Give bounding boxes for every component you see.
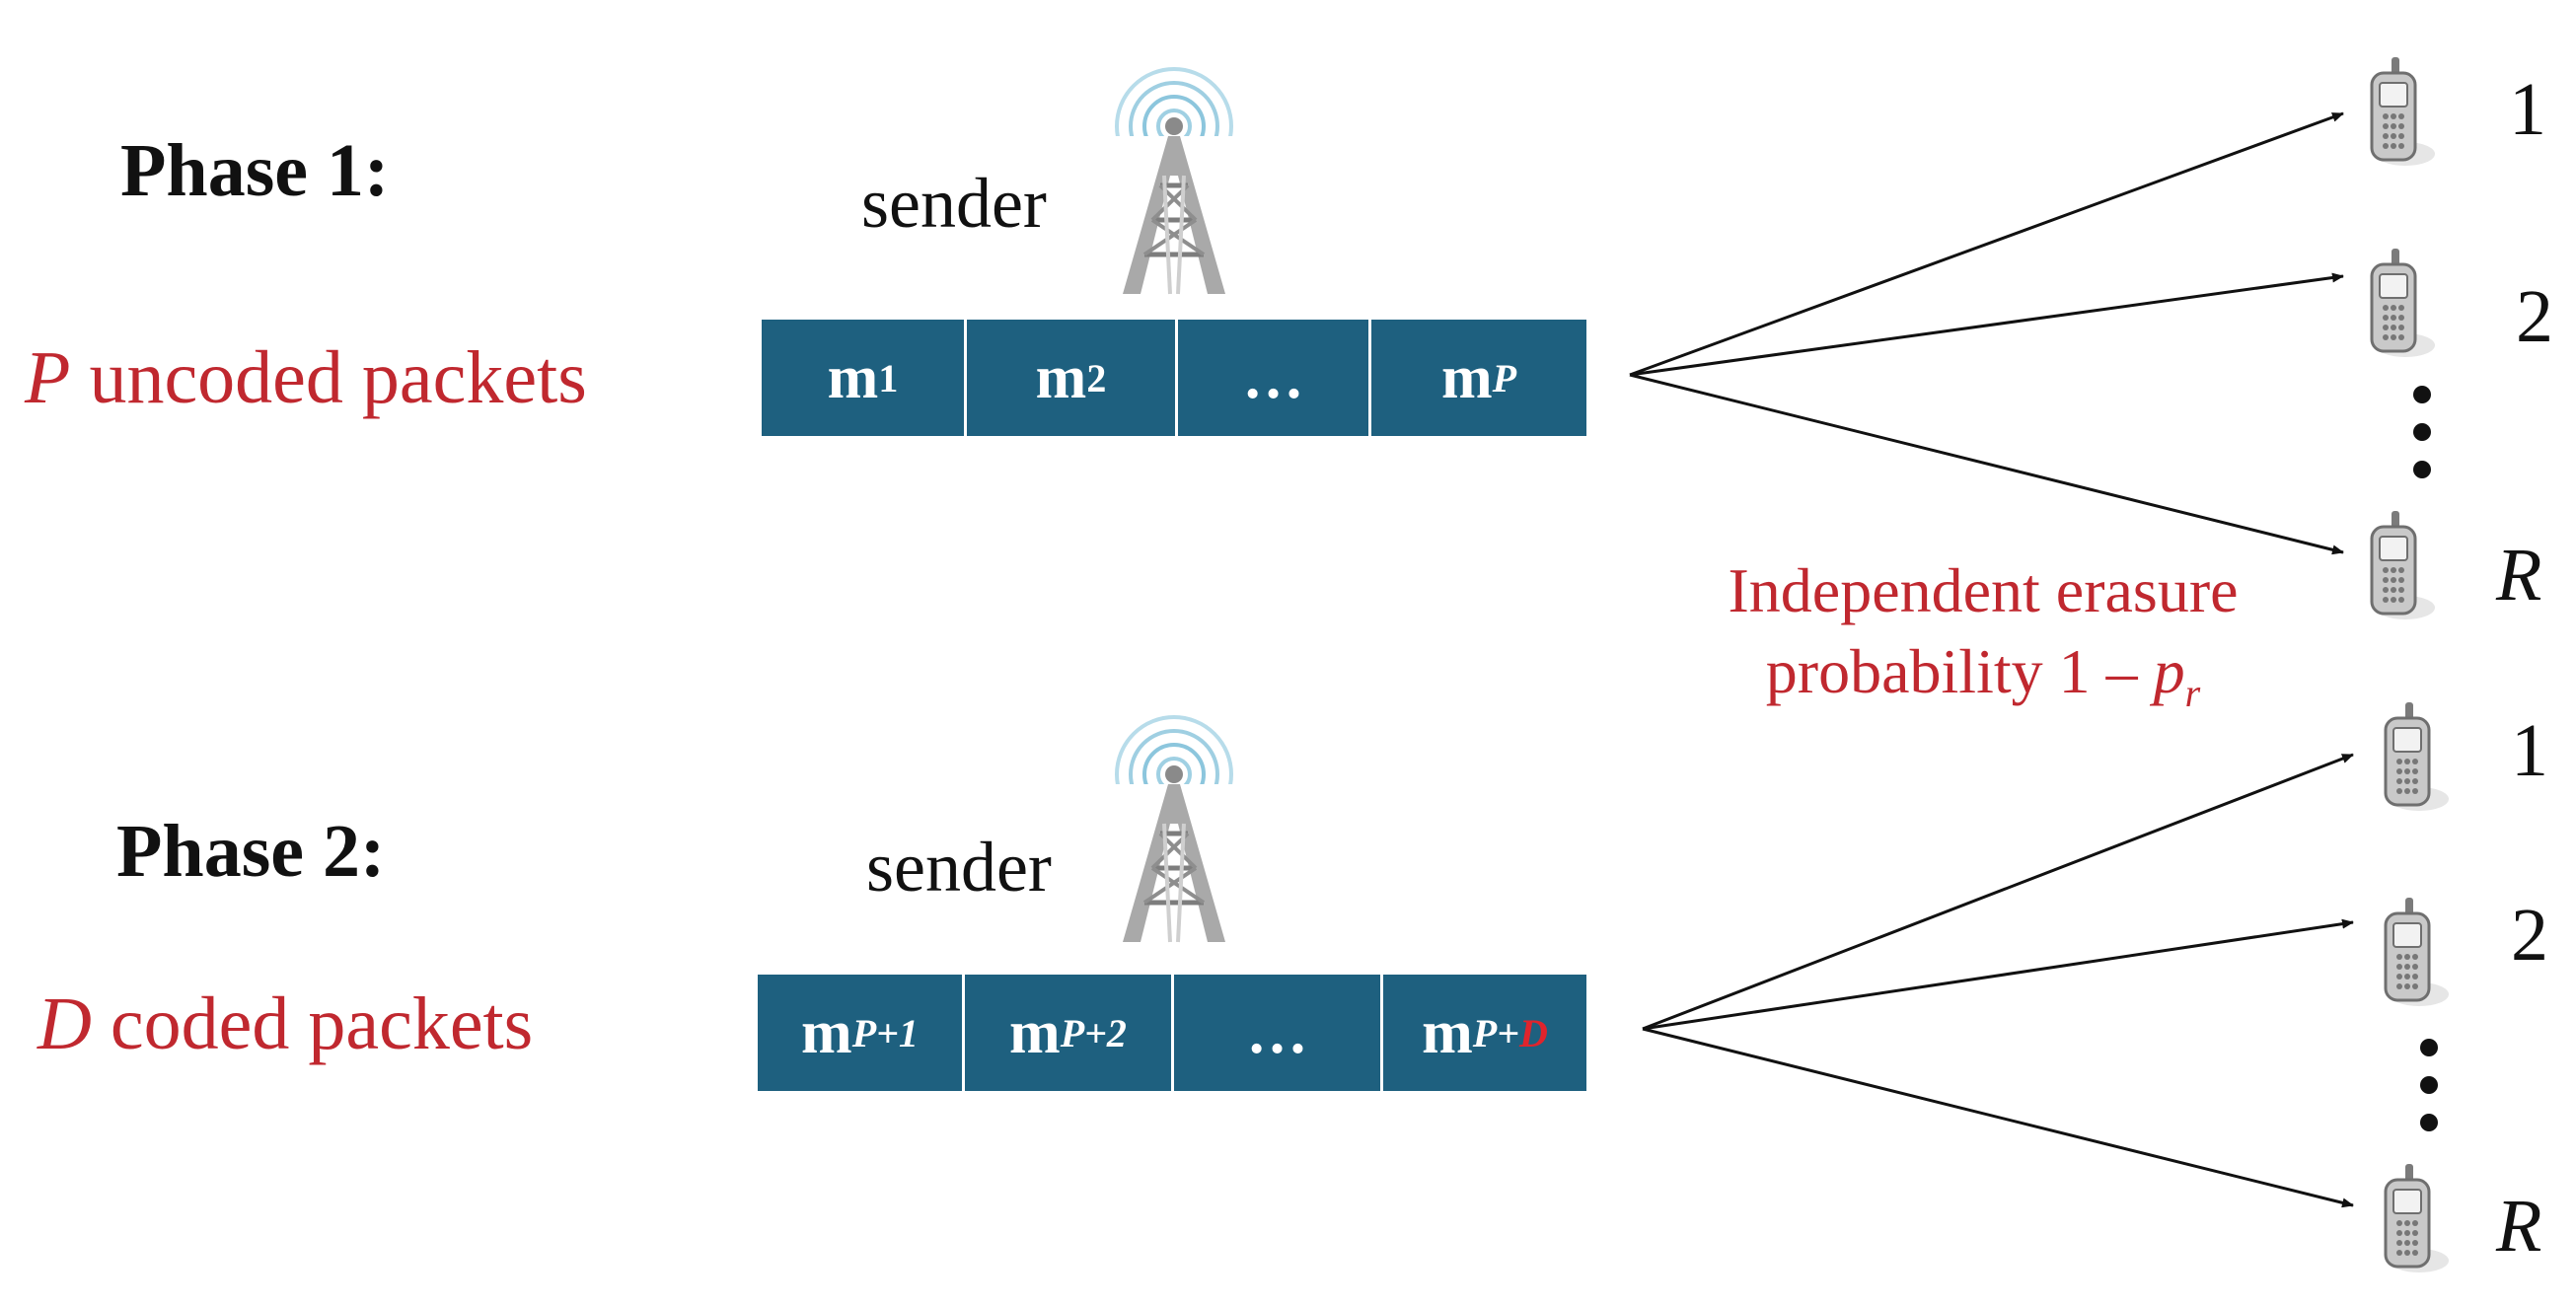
phase1-arrows [1629,111,2344,555]
tower-icon [1113,69,1235,294]
tower-icon [1113,717,1235,942]
receiver-label: 1 [2511,709,2548,792]
erasure-note: Independent erasure probability 1 – pr [1728,555,2239,715]
receiver-label: R [2496,534,2542,617]
phone-icon [2384,896,2451,1008]
phone-icon [2370,55,2437,168]
packet-cell: … [1174,975,1383,1091]
phone-icon [2384,1162,2451,1274]
phase2-title: Phase 2: [116,810,386,893]
phase2-description: D coded packets [37,982,534,1065]
receiver-label: 2 [2511,894,2548,977]
phase1-description: P uncoded packets [25,336,587,419]
phase2-arrows [1642,753,2354,1208]
receiver-label: 1 [2509,68,2546,151]
receiver-label: R [2496,1185,2542,1268]
phase2-sender-label: sender [866,828,1052,907]
packet-cell: … [1178,320,1371,436]
phase1-title: Phase 1: [120,129,390,212]
phone-icon [2370,247,2437,359]
phase1-sender-label: sender [861,164,1047,243]
ellipsis-dots [2413,386,2438,1131]
phone-icon [2370,509,2437,621]
receiver-label: 2 [2516,275,2553,358]
phone-icon [2384,700,2451,813]
